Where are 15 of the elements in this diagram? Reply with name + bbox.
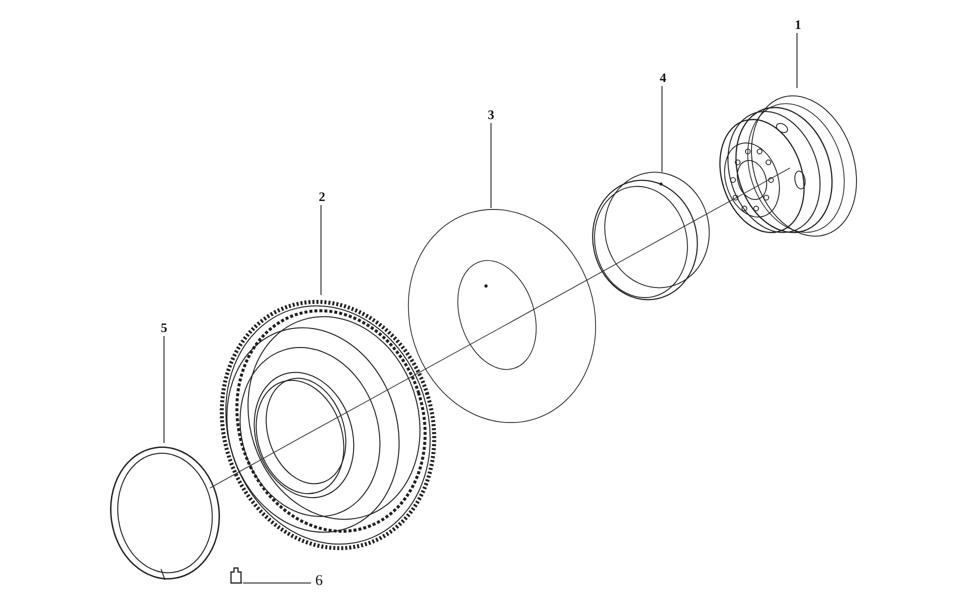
callout-number: 2 (314, 190, 330, 205)
center-axis-line (654, 168, 790, 243)
callout-number: 6 (311, 574, 327, 591)
callout-number: 1 (790, 18, 806, 33)
center-axis-line (496, 242, 656, 330)
leader-line (242, 582, 312, 584)
leader-line (320, 204, 322, 296)
center-axis-line (300, 329, 498, 438)
leader-line (490, 122, 492, 208)
callout-number: 5 (156, 321, 172, 336)
valve-drawing (229, 566, 243, 584)
callout-number: 3 (483, 108, 499, 123)
leader-line (796, 32, 798, 88)
center-axis-line (210, 438, 300, 488)
callout-number: 4 (655, 71, 671, 86)
